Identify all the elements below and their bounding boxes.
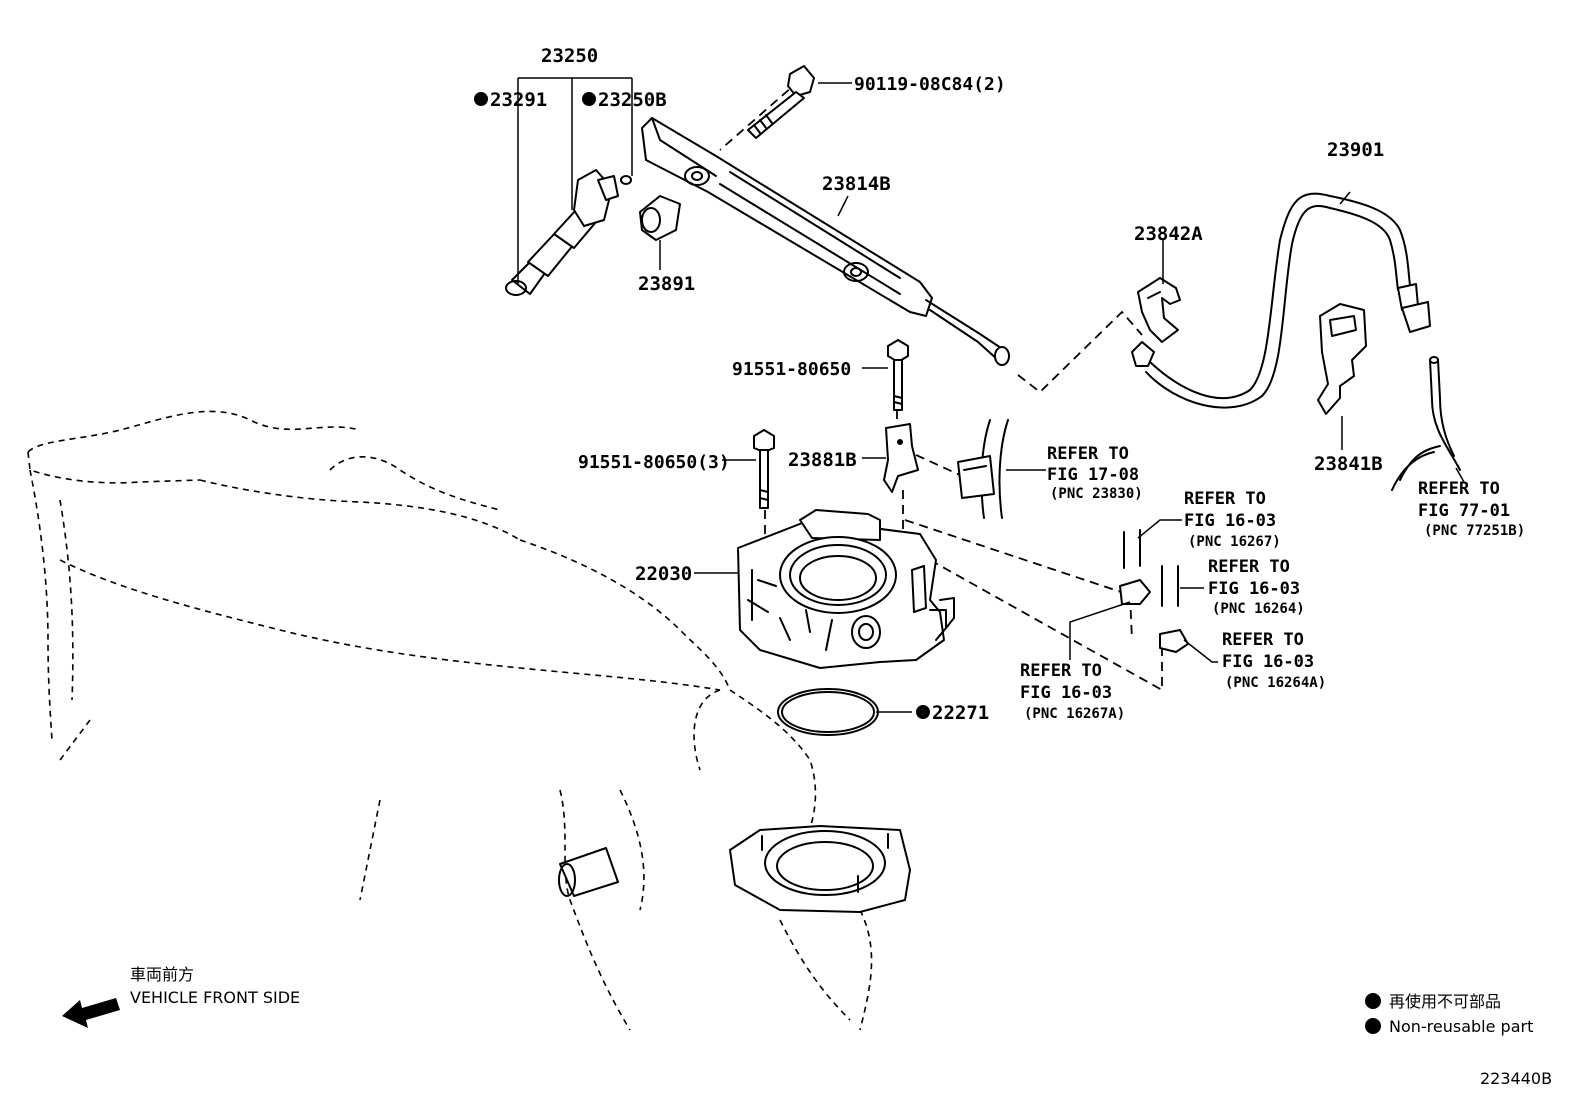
vacuum-hose — [1391, 356, 1461, 491]
svg-text:FIG 77-01: FIG 77-01 — [1418, 501, 1510, 521]
engine-pipe — [558, 847, 619, 897]
legend: 再使用不可部品 Non-reusable part — [1365, 992, 1533, 1036]
svg-text:再使用不可部品: 再使用不可部品 — [1389, 992, 1501, 1011]
fuel-rail-bolt — [747, 65, 815, 139]
throttle-body — [737, 509, 955, 669]
wire-bracket — [883, 423, 919, 493]
svg-text:REFER TO: REFER TO — [1020, 661, 1102, 681]
leader-lines — [517, 77, 1465, 713]
vehicle-front-indicator: 車両前方 VEHICLE FRONT SIDE — [62, 965, 300, 1028]
throttle-body-bolt — [753, 429, 775, 509]
reference-note: REFER TO FIG 16-03 (PNC 16264) — [1208, 557, 1305, 617]
intake-flange — [729, 825, 911, 913]
svg-text:Non-reusable part: Non-reusable part — [1389, 1017, 1533, 1036]
part-number: 22030 — [635, 563, 692, 585]
svg-text:(PNC 16267A): (PNC 16267A) — [1024, 706, 1125, 722]
svg-text:REFER TO: REFER TO — [1418, 479, 1500, 499]
diagram-id: 223440B — [1480, 1069, 1552, 1088]
part-number: 23841B — [1314, 453, 1383, 475]
svg-text:REFER TO: REFER TO — [1222, 630, 1304, 650]
arrow-left-icon — [62, 998, 120, 1028]
hose-clamp — [1317, 303, 1367, 415]
water-hoses — [1119, 529, 1189, 653]
part-number: 23250 — [541, 45, 598, 67]
fuel-rail — [641, 117, 1010, 366]
part-number: 23891 — [638, 273, 695, 295]
bracket-bolt — [887, 339, 909, 411]
svg-text:REFER TO: REFER TO — [1047, 444, 1129, 464]
non-reusable-mark — [1365, 1018, 1381, 1034]
svg-text:(PNC 16267): (PNC 16267) — [1188, 534, 1281, 550]
non-reusable-mark — [582, 92, 596, 106]
svg-text:FIG 16-03: FIG 16-03 — [1222, 652, 1314, 672]
fuel-injector — [505, 169, 632, 296]
throttle-body-gasket — [777, 688, 879, 736]
part-number: 90119-08C84(2) — [854, 74, 1006, 95]
svg-text:FIG 16-03: FIG 16-03 — [1020, 683, 1112, 703]
svg-text:車両前方: 車両前方 — [130, 965, 194, 984]
engine-outline — [27, 410, 873, 1031]
reference-note: REFER TO FIG 16-03 (PNC 16267A) — [1020, 661, 1125, 722]
wire-connector — [957, 419, 1009, 519]
non-reusable-mark — [916, 705, 930, 719]
fuel-pipe-clamp — [1137, 277, 1181, 343]
injector-insulator — [639, 195, 681, 241]
part-number: 91551-80650 — [732, 359, 851, 380]
part-number: 91551-80650(3) — [578, 452, 730, 473]
non-reusable-mark — [474, 92, 488, 106]
part-number: 23881B — [788, 449, 857, 471]
svg-text:REFER TO: REFER TO — [1208, 557, 1290, 577]
part-number: 23291 — [490, 89, 547, 111]
non-reusable-mark — [1365, 993, 1381, 1009]
part-number: 23814B — [822, 173, 891, 195]
svg-text:FIG 16-03: FIG 16-03 — [1208, 579, 1300, 599]
part-number: 22271 — [932, 702, 989, 724]
svg-text:FIG 17-08: FIG 17-08 — [1047, 465, 1139, 485]
part-number: 23250B — [598, 89, 667, 111]
svg-text:FIG 16-03: FIG 16-03 — [1184, 511, 1276, 531]
reference-note: REFER TO FIG 16-03 (PNC 16264A) — [1222, 630, 1326, 691]
fuel-hose — [1131, 192, 1431, 409]
svg-text:VEHICLE FRONT SIDE: VEHICLE FRONT SIDE — [130, 988, 300, 1007]
part-number: 23901 — [1327, 139, 1384, 161]
reference-note: REFER TO FIG 16-03 (PNC 16267) — [1184, 489, 1281, 550]
svg-text:(PNC 77251B): (PNC 77251B) — [1424, 523, 1525, 539]
reference-note: REFER TO FIG 17-08 (PNC 23830) — [1047, 444, 1143, 502]
svg-text:(PNC 23830): (PNC 23830) — [1050, 486, 1143, 502]
svg-text:(PNC 16264A): (PNC 16264A) — [1225, 675, 1326, 691]
svg-text:REFER TO: REFER TO — [1184, 489, 1266, 509]
part-number: 23842A — [1134, 223, 1203, 245]
svg-text:(PNC 16264): (PNC 16264) — [1212, 601, 1305, 617]
reference-note: REFER TO FIG 77-01 (PNC 77251B) — [1418, 479, 1525, 539]
